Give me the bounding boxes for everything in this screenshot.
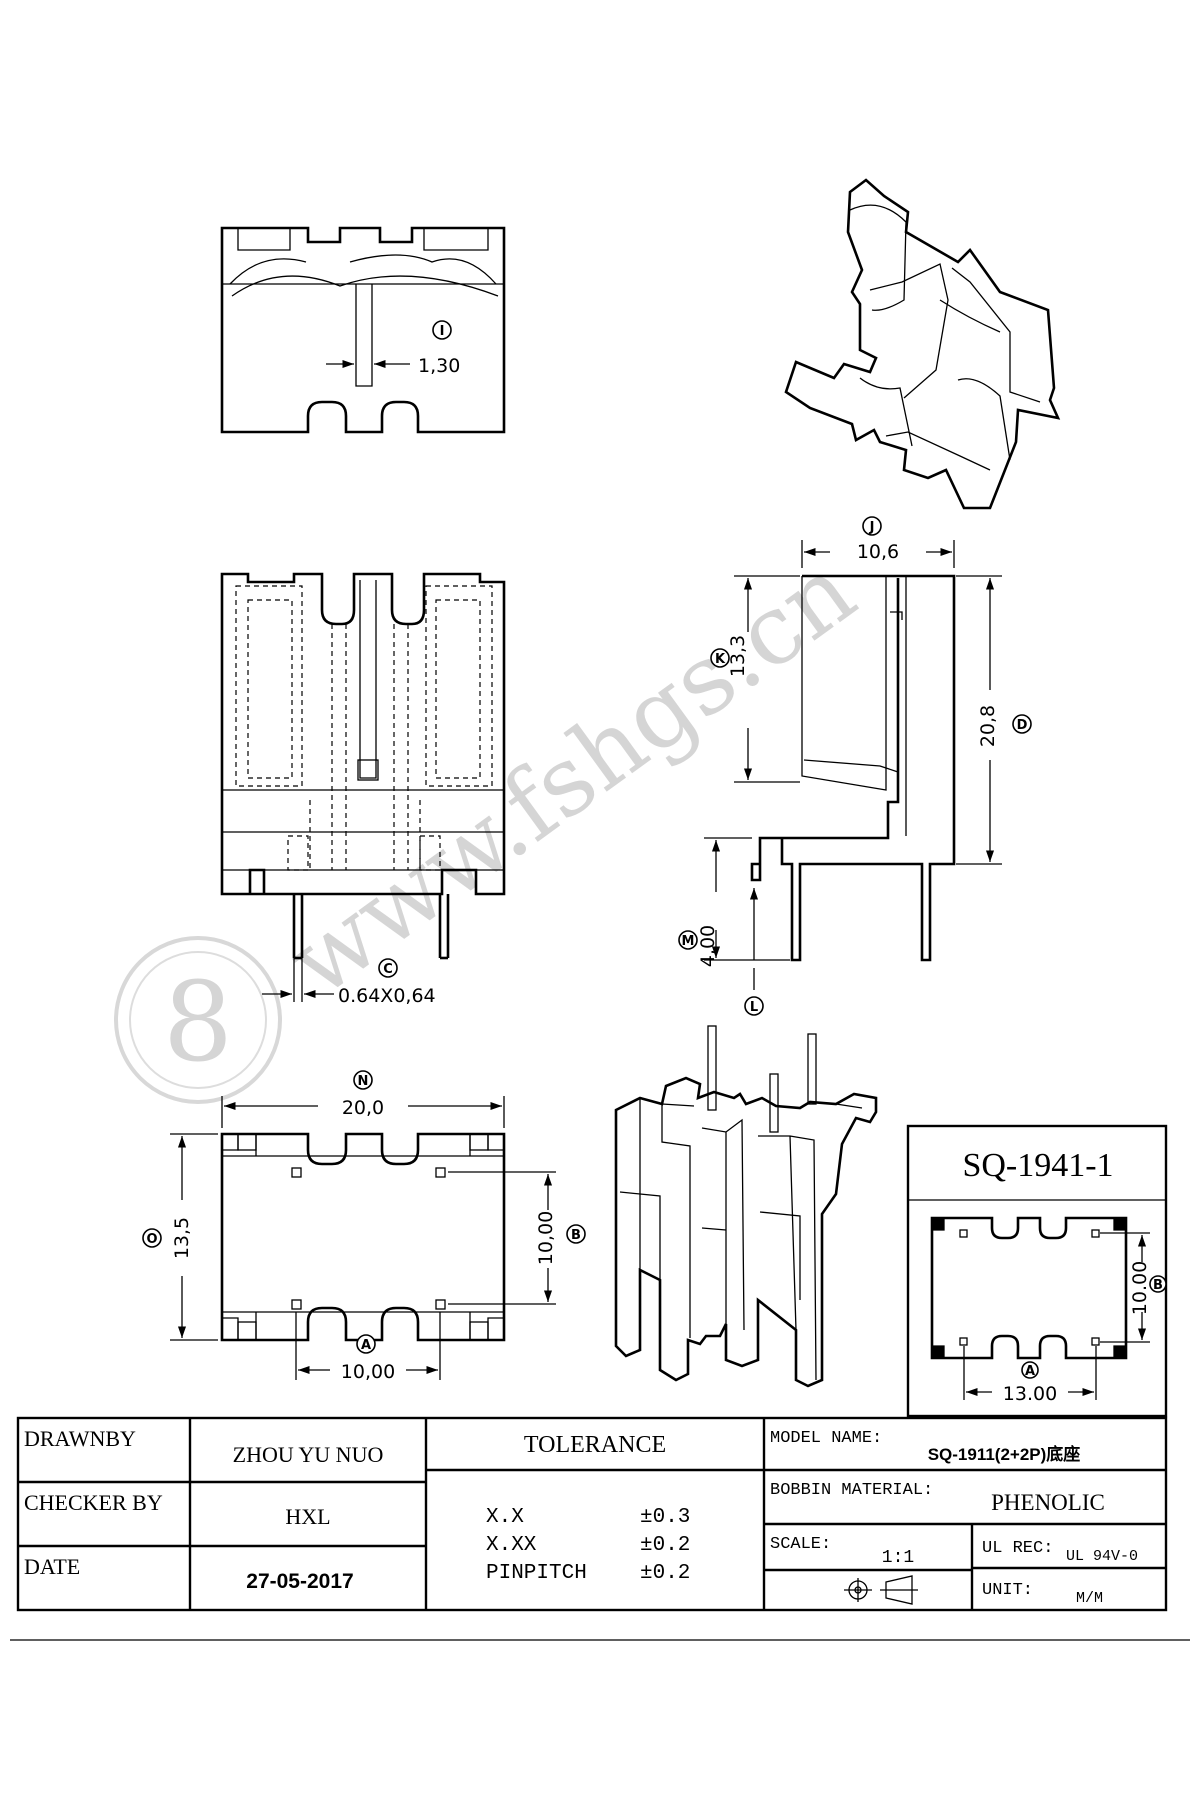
side-view: 10,6 J 13,3 K 20,8 D 4,00 M L	[678, 516, 1032, 1016]
watermark-logo-glyph: 8	[163, 958, 233, 1086]
tolerance-name-3: PINPITCH	[486, 1562, 587, 1585]
dim-B-value: 10,00	[535, 1211, 557, 1265]
dim-N-value: 20,0	[342, 1097, 384, 1119]
date-value: 27-05-2017	[246, 1570, 353, 1593]
dim-B-tag: B	[571, 1228, 581, 1243]
dim-J-tag: J	[869, 520, 875, 535]
dim-I-value: 1,30	[418, 355, 460, 377]
watermark-text: www.fshgs.cn	[268, 535, 875, 1019]
dim-A-tag: A	[361, 1338, 371, 1353]
scale-label: SCALE:	[770, 1535, 831, 1554]
dim-L-tag: L	[750, 1000, 758, 1015]
drawnby-label: DRAWNBY	[24, 1426, 136, 1451]
dim-M-value: 4,00	[697, 925, 719, 967]
checker-label: CHECKER BY	[24, 1490, 163, 1515]
ul-value: UL 94V-0	[1066, 1548, 1138, 1565]
tolerance-value-3: ±0.2	[640, 1562, 690, 1585]
scale-value: 1:1	[882, 1548, 914, 1568]
tolerance-label: TOLERANCE	[524, 1432, 666, 1458]
drawnby-value: ZHOU YU NUO	[233, 1442, 384, 1467]
dim-D-value: 20,8	[977, 705, 999, 747]
unit-label: UNIT:	[982, 1581, 1033, 1600]
dim-M-tag: M	[682, 934, 695, 949]
pcb-dim-B-value: 10.00	[1129, 1261, 1151, 1315]
unit-value: M/M	[1076, 1590, 1103, 1607]
dim-N-tag: N	[358, 1074, 369, 1089]
projection-symbol-icon	[844, 1575, 918, 1605]
tolerance-value-2: ±0.2	[640, 1534, 690, 1557]
bottom-view: 20,0 N 13,5 O 10,00 B 10,00 A	[142, 1070, 586, 1383]
pcb-layout-box: SQ-1941-1 10.00 B 13.00 A	[906, 1124, 1168, 1418]
dim-A-value: 10,00	[341, 1361, 395, 1383]
date-label: DATE	[24, 1554, 80, 1579]
top-view: 1,30 I	[220, 226, 506, 434]
iso-view-bottom	[614, 1025, 878, 1388]
dim-O-value: 13,5	[171, 1217, 193, 1259]
dim-K-tag: K	[715, 652, 726, 667]
tolerance-value-1: ±0.3	[640, 1506, 690, 1529]
checker-value: HXL	[285, 1504, 330, 1529]
tolerance-name-1: X.X	[486, 1506, 524, 1529]
pcb-dim-A-value: 13.00	[1003, 1383, 1057, 1405]
title-block: DRAWNBY ZHOU YU NUO CHECKER BY HXL DATE …	[16, 1416, 1168, 1612]
pcb-title: SQ-1941-1	[962, 1147, 1113, 1184]
watermark: 8 www.fshgs.cn	[114, 535, 875, 1104]
dim-O-tag: O	[146, 1232, 157, 1247]
front-view: 0.64X0,64 C	[220, 572, 506, 1007]
material-value: PHENOLIC	[991, 1490, 1105, 1515]
dim-J-value: 10,6	[857, 541, 899, 563]
tolerance-name-2: X.XX	[486, 1534, 537, 1557]
dim-K-value: 13,3	[727, 635, 749, 677]
iso-view-top	[784, 178, 1061, 510]
model-label: MODEL NAME:	[770, 1429, 882, 1448]
pcb-dim-B-tag: B	[1153, 1278, 1163, 1293]
dim-C-value: 0.64X0,64	[338, 985, 436, 1007]
dim-I-tag: I	[440, 324, 445, 339]
model-value: SQ-1911(2+2P)底座	[928, 1444, 1081, 1464]
dim-D-tag: D	[1017, 718, 1028, 733]
dim-C-tag: C	[383, 962, 393, 977]
pcb-dim-A-tag: A	[1025, 1364, 1035, 1379]
ul-label: UL REC:	[982, 1539, 1053, 1558]
material-label: BOBBIN MATERIAL:	[770, 1481, 933, 1500]
